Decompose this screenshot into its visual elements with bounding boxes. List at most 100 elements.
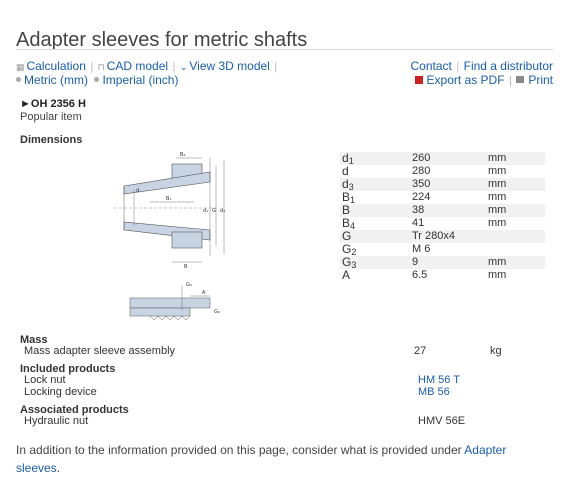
separator: | bbox=[509, 75, 512, 87]
symbol-subscript: 1 bbox=[348, 156, 354, 166]
unit-toggle: Metric (mm) Imperial (inch) bbox=[16, 71, 178, 89]
metric-option[interactable]: Metric (mm) bbox=[16, 73, 88, 87]
symbol-subscript: 2 bbox=[351, 247, 357, 257]
dimension-symbol: d bbox=[340, 165, 412, 178]
print-link[interactable]: Print bbox=[516, 73, 553, 87]
lock-nut-link[interactable]: HM 56 T bbox=[418, 374, 460, 386]
footer-text: In addition to the information provided … bbox=[16, 443, 507, 475]
radio-icon bbox=[16, 77, 21, 83]
dimension-symbol: A bbox=[340, 269, 412, 282]
dimension-value: 280 bbox=[412, 165, 431, 177]
hydraulic-nut-label: Hydraulic nut bbox=[24, 415, 89, 427]
chevron-down-icon: ⌄ bbox=[179, 62, 188, 72]
dimension-value: 41 bbox=[412, 217, 425, 229]
dimensions-heading: Dimensions bbox=[20, 134, 83, 146]
label-g3: G₃ bbox=[186, 282, 192, 288]
symbol-letter: d bbox=[342, 151, 349, 165]
adapter-sleeves-link-2[interactable]: sleeves bbox=[16, 461, 57, 475]
dimension-value: 38 bbox=[412, 204, 488, 217]
dimension-symbol: G bbox=[340, 230, 412, 243]
associated-heading: Associated products bbox=[20, 404, 129, 416]
dimension-unit bbox=[488, 230, 545, 243]
label-g: G bbox=[212, 208, 216, 214]
symbol-letter: d bbox=[342, 177, 349, 191]
view-3d-link[interactable]: ⌄View 3D model bbox=[179, 59, 270, 73]
dimension-unit: mm bbox=[488, 256, 545, 269]
dimension-value: 350 bbox=[412, 178, 488, 191]
locking-device-label: Locking device bbox=[24, 386, 97, 398]
label-d1: d₁ bbox=[203, 208, 208, 214]
label-b1: B₁ bbox=[166, 196, 171, 202]
dimension-value: M 6 bbox=[412, 243, 431, 255]
dimension-value: 9 bbox=[412, 256, 488, 269]
symbol-letter: G bbox=[342, 242, 352, 256]
toolbar-left: ▦Calculation | ⊓CAD model | ⌄View 3D mod… bbox=[16, 57, 277, 75]
find-distributor-link[interactable]: Find a distributor bbox=[463, 59, 553, 73]
radio-icon bbox=[94, 77, 100, 83]
dimension-row: G Tr 280x4 bbox=[340, 230, 545, 243]
symbol-letter: A bbox=[342, 268, 351, 282]
mass-heading: Mass bbox=[20, 334, 48, 346]
mass-label: Mass adapter sleeve assembly bbox=[24, 345, 176, 357]
label-d3: d₃ bbox=[220, 208, 225, 214]
toolbar-right: Contact | Find a distributor bbox=[411, 57, 554, 75]
page-title: Adapter sleeves for metric shafts bbox=[16, 29, 308, 52]
imperial-option[interactable]: Imperial (inch) bbox=[94, 73, 178, 87]
mass-value: 27 bbox=[414, 345, 427, 357]
triangle-right-icon: ► bbox=[20, 98, 31, 110]
separator: | bbox=[172, 61, 176, 73]
dimension-drawing: B₄ B₁ B d d₁ G d₃ G₃ A G₂ bbox=[114, 152, 225, 321]
dimension-symbol: G3 bbox=[340, 255, 412, 270]
symbol-letter: d bbox=[342, 164, 349, 178]
calculator-icon: ▦ bbox=[16, 62, 25, 72]
cad-model-link[interactable]: ⊓CAD model bbox=[97, 59, 169, 73]
label-b4: B₄ bbox=[180, 152, 185, 158]
symbol-subscript: 1 bbox=[350, 195, 356, 205]
dimension-unit: mm bbox=[488, 217, 507, 229]
mass-unit: kg bbox=[490, 345, 502, 357]
symbol-subscript: 3 bbox=[351, 260, 357, 270]
dimension-unit: mm bbox=[488, 269, 507, 281]
title-divider bbox=[16, 49, 553, 50]
symbol-letter: B bbox=[342, 216, 351, 230]
dimension-symbol: B1 bbox=[340, 190, 412, 205]
symbol-letter: B bbox=[342, 203, 351, 217]
dimension-unit: mm bbox=[488, 191, 507, 203]
symbol-letter: G bbox=[342, 229, 352, 243]
print-icon bbox=[516, 76, 525, 84]
dimension-unit: mm bbox=[488, 178, 545, 191]
symbol-letter: B bbox=[342, 190, 351, 204]
contact-link[interactable]: Contact bbox=[410, 59, 452, 73]
locking-device-link[interactable]: MB 56 bbox=[418, 386, 450, 398]
calculation-link[interactable]: ▦Calculation bbox=[16, 59, 86, 73]
separator: | bbox=[456, 61, 460, 73]
dimension-unit: mm bbox=[488, 204, 545, 217]
toolbar-right-2: Export as PDF | Print bbox=[414, 71, 553, 89]
dimension-symbol: G2 bbox=[340, 242, 412, 257]
dimension-row: A 6.5 mm bbox=[340, 269, 545, 282]
dimension-value: 6.5 bbox=[412, 269, 428, 281]
dimension-symbol: d3 bbox=[340, 177, 412, 192]
dimension-symbol: d1 bbox=[340, 151, 412, 166]
label-b: B bbox=[184, 264, 188, 270]
dimension-value: 224 bbox=[412, 191, 431, 203]
adapter-sleeves-link[interactable]: Adapter bbox=[464, 443, 507, 457]
separator: | bbox=[274, 61, 278, 73]
included-heading: Included products bbox=[20, 363, 116, 375]
dimension-unit: mm bbox=[488, 152, 545, 165]
dimension-value: Tr 280x4 bbox=[412, 230, 488, 243]
symbol-letter: G bbox=[342, 255, 352, 269]
dimension-unit bbox=[488, 243, 545, 256]
dimension-symbol: B bbox=[340, 204, 412, 217]
dimension-unit: mm bbox=[488, 165, 507, 177]
label-a: A bbox=[202, 290, 206, 296]
export-pdf-link[interactable]: Export as PDF bbox=[414, 73, 505, 87]
